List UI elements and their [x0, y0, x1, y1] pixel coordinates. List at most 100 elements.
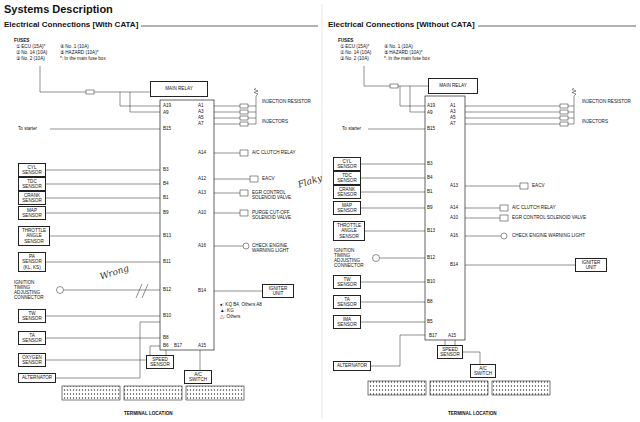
component-box: CRANK SENSOR	[18, 191, 46, 205]
component-label: MAP SENSOR	[21, 208, 43, 218]
component-box: OXYGEN SENSOR	[18, 353, 46, 367]
wire	[44, 262, 160, 263]
page-title: Systems Description	[4, 3, 113, 16]
pin-label: A13	[450, 183, 458, 188]
component-box: SPEED SENSOR	[437, 345, 463, 359]
component-box: TW SENSOR	[333, 275, 361, 289]
component-label: CYL SENSOR	[21, 165, 43, 175]
component-label: TDC SENSOR	[21, 179, 43, 189]
section-heading: Electrical Connections [Without CATA]	[328, 20, 478, 30]
pin-label: B4	[163, 181, 169, 186]
pin-label: A3	[450, 109, 456, 114]
wire	[248, 118, 256, 119]
pin-label: B9	[427, 205, 433, 210]
wire	[44, 338, 160, 339]
component-box: IGNITER UNIT	[262, 284, 294, 298]
component-label: IGNITER UNIT	[578, 260, 604, 270]
terminal-connector	[368, 381, 426, 395]
wire	[465, 265, 577, 266]
wire	[568, 118, 574, 119]
wire	[214, 193, 240, 194]
wire	[214, 118, 240, 119]
pin-label: B9	[163, 210, 169, 215]
component-label: A/C SWITCH	[187, 372, 209, 382]
pin-label: A13	[198, 190, 206, 195]
pin-label: A3	[198, 109, 204, 114]
component-label: TA SENSOR	[21, 333, 43, 343]
component-box: TA SENSOR	[18, 331, 46, 345]
component-box: TDC SENSOR	[18, 177, 46, 191]
component-box: ALTERNATOR	[333, 361, 371, 370]
component-label: THROTTLE ANGLE SENSOR	[336, 223, 362, 238]
component-symbol	[500, 215, 508, 221]
component-symbol	[390, 84, 398, 88]
pin-label: A12	[198, 176, 206, 181]
pin-label: B3	[427, 161, 433, 166]
wire	[44, 322, 160, 378]
fuse-heading: FUSES	[14, 38, 29, 43]
wire	[359, 192, 425, 193]
pin-label: B10	[427, 279, 435, 284]
component-name: CHECK ENGINE WARNING LIGHT	[512, 233, 585, 238]
wire	[248, 112, 256, 113]
wire	[200, 350, 201, 372]
component-box: A/C SWITCH	[470, 364, 496, 378]
pin-label: A10	[198, 210, 206, 215]
note: *: In the main fuse box	[384, 56, 430, 61]
component-box: TA SENSOR	[333, 295, 361, 309]
fuse-item: ③ No. 2 (10A)	[340, 56, 369, 61]
wire	[364, 66, 428, 86]
handwritten-note: Flaky	[296, 173, 323, 190]
wire	[359, 282, 425, 283]
component-symbol	[240, 104, 248, 108]
pin-label: B14	[198, 288, 206, 293]
component-box: PA SENSOR (KL, KS)	[18, 252, 46, 271]
heading-rule	[322, 4, 323, 418]
wire	[465, 106, 560, 107]
fuse-item: ④ No. 1 (10A)	[60, 44, 89, 49]
wire	[214, 124, 240, 125]
pin-label: B6	[163, 343, 169, 348]
component-symbol	[240, 150, 248, 156]
ecu-box	[160, 96, 465, 350]
wire	[465, 124, 560, 125]
pin-label: B1	[427, 189, 433, 194]
wire	[465, 112, 560, 113]
fuse-item: ③ No. 2 (10A)	[16, 56, 45, 61]
component-symbol	[500, 205, 508, 211]
component-box: MAIN RELAY	[428, 78, 478, 94]
wire	[368, 129, 425, 130]
section-heading: Electrical Connections [With CATA]	[4, 20, 141, 30]
wire	[44, 316, 160, 317]
wire-note: To starter	[18, 126, 37, 131]
wire	[256, 96, 257, 124]
pin-label: A7	[450, 121, 456, 126]
wire	[359, 322, 425, 323]
component-name: A/C CLUTCH RELAY	[512, 205, 556, 210]
component-label: A/C SWITCH	[473, 366, 493, 376]
wire	[40, 66, 150, 92]
terminal-connector	[492, 381, 550, 395]
wire	[410, 86, 425, 112]
component-symbol	[240, 116, 248, 120]
pin-label: A16	[198, 243, 206, 248]
pin-label: A19	[163, 103, 171, 108]
pin-label: A14	[450, 205, 458, 210]
pin-label: B8	[427, 299, 433, 304]
caption-label: TERMINAL LOCATION	[124, 411, 173, 416]
component-label: CRANK SENSOR	[336, 187, 358, 197]
wire	[359, 164, 425, 165]
ecu-box	[425, 96, 465, 340]
pin-label: B11	[163, 259, 171, 264]
component-label: MAP SENSOR	[336, 203, 358, 213]
component-symbol	[240, 110, 248, 114]
component-symbol	[560, 122, 568, 126]
wire	[136, 284, 142, 298]
component-name: INJECTORS	[262, 119, 288, 124]
pin-label: A1	[450, 103, 456, 108]
fuse-item: ② No. 14 (10A)	[16, 50, 47, 55]
component-box: THROTTLE ANGLE SENSOR	[18, 226, 50, 245]
component-box: CRANK SENSOR	[333, 185, 361, 199]
